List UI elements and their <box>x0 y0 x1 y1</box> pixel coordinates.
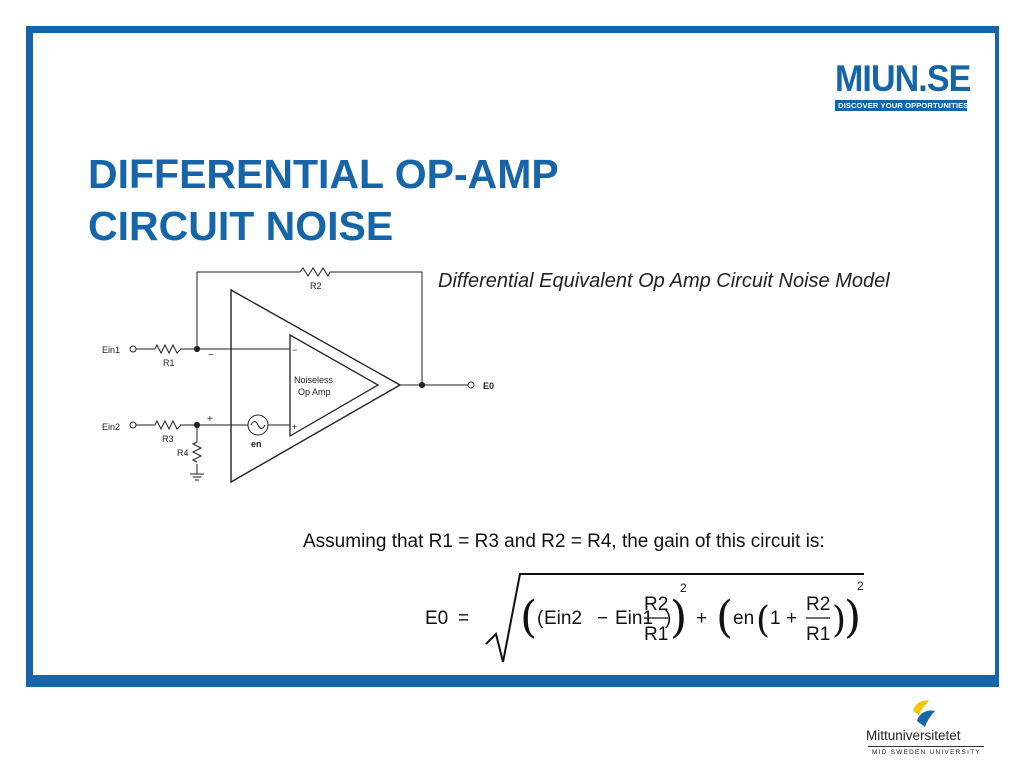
ein1-label: Ein1 <box>102 345 120 355</box>
title-line-2: CIRCUIT NOISE <box>88 203 394 249</box>
footer-divider <box>868 746 984 747</box>
eq-exp-2: 2 <box>857 579 864 593</box>
ein2-terminal <box>129 421 137 429</box>
miun-brand-logo: MIUN.SE DISCOVER YOUR OPPORTUNITIES <box>835 58 971 111</box>
inner-opamp-triangle <box>289 333 380 438</box>
eq-paren-open-inner-2: ( <box>756 600 770 641</box>
r1-label: R1 <box>163 358 175 368</box>
eq-paren-close-outer-2: ) <box>844 592 861 643</box>
logo-yellow-shape <box>913 700 929 715</box>
eq-plus-2: + <box>786 608 797 629</box>
r1-resistor <box>154 343 182 355</box>
plus-sign-inner: + <box>292 422 297 432</box>
eq-frac1-num: R2 <box>644 594 668 615</box>
eq-frac2-den: R1 <box>806 624 830 645</box>
eq-lhs: E0 <box>425 608 448 629</box>
r3-label: R3 <box>162 434 174 444</box>
minus-sign-outer: − <box>208 350 214 361</box>
logo-blue-shape <box>917 710 935 727</box>
eq-equals: = <box>458 608 469 629</box>
eq-paren-close-inner-2: ) <box>832 600 846 641</box>
ein2-label: Ein2 <box>102 422 120 432</box>
e0-label: E0 <box>483 381 494 391</box>
brand-name: MIUN.SE <box>835 58 971 99</box>
brand-tagline: DISCOVER YOUR OPPORTUNITIES <box>835 100 968 111</box>
eq-en: en <box>733 608 754 629</box>
eq-frac1-den: R1 <box>644 624 668 645</box>
eq-exp-1: 2 <box>680 581 687 595</box>
model-caption: Differential Equivalent Op Amp Circuit N… <box>438 270 890 292</box>
noise-source-icon <box>247 414 269 436</box>
feedback-wire <box>196 271 423 385</box>
minus-sign-inner: − <box>292 345 297 355</box>
r2-resistor <box>299 267 331 278</box>
eq-frac2-num: R2 <box>806 594 830 615</box>
ground-symbol <box>190 473 204 481</box>
noise-sine <box>250 421 266 429</box>
slide-frame <box>26 26 999 687</box>
sqrt-radical <box>485 573 864 663</box>
r2-label: R2 <box>310 281 322 291</box>
footer-university-name: Mittuniversitetet <box>866 728 961 743</box>
circuit-diagram: R2 Ein1 R1 − Ein2 R3 + R4 − + Noiseless … <box>102 267 494 484</box>
plus-sign-outer: + <box>207 414 213 425</box>
title-line-1: DIFFERENTIAL OP-AMP <box>88 151 559 197</box>
eq-ein1: Ein1 <box>615 608 653 629</box>
output-terminal <box>467 381 475 389</box>
outer-opamp-triangle <box>230 288 402 484</box>
mittuniversitetet-logo-icon <box>913 700 935 727</box>
eq-minus: − <box>597 608 608 629</box>
ein1-terminal <box>129 345 137 353</box>
eq-paren-close-outer-1: ) <box>670 592 687 643</box>
r4-resistor <box>191 441 203 463</box>
eq-paren-open-outer-1: ( <box>520 592 537 643</box>
r3-resistor <box>154 419 182 431</box>
r4-label: R4 <box>177 448 189 458</box>
node-inverting <box>193 345 201 353</box>
eq-plus: + <box>696 608 707 629</box>
en-label: en <box>251 439 262 449</box>
opamp-label-line1: Noiseless <box>294 375 334 385</box>
node-output <box>418 381 426 389</box>
gain-assumption-text: Assuming that R1 = R3 and R2 = R4, the g… <box>303 531 825 552</box>
slide-title: DIFFERENTIAL OP-AMP CIRCUIT NOISE <box>88 148 559 252</box>
footer-university-subtitle: MID SWEDEN UNIVERSITY <box>872 749 981 756</box>
opamp-label-line2: Op Amp <box>298 387 331 397</box>
eq-paren-close-inner-1: ) <box>665 608 671 629</box>
eq-paren-open-outer-2: ( <box>716 592 733 643</box>
eq-ein2: Ein2 <box>544 608 582 629</box>
eq-paren-open-inner-1: ( <box>537 608 544 629</box>
eq-one: 1 <box>770 608 781 629</box>
gain-equation: E0 = ( ( Ein2 − Ein1 ) R2 R1 ) 2 + ( en … <box>425 573 864 663</box>
